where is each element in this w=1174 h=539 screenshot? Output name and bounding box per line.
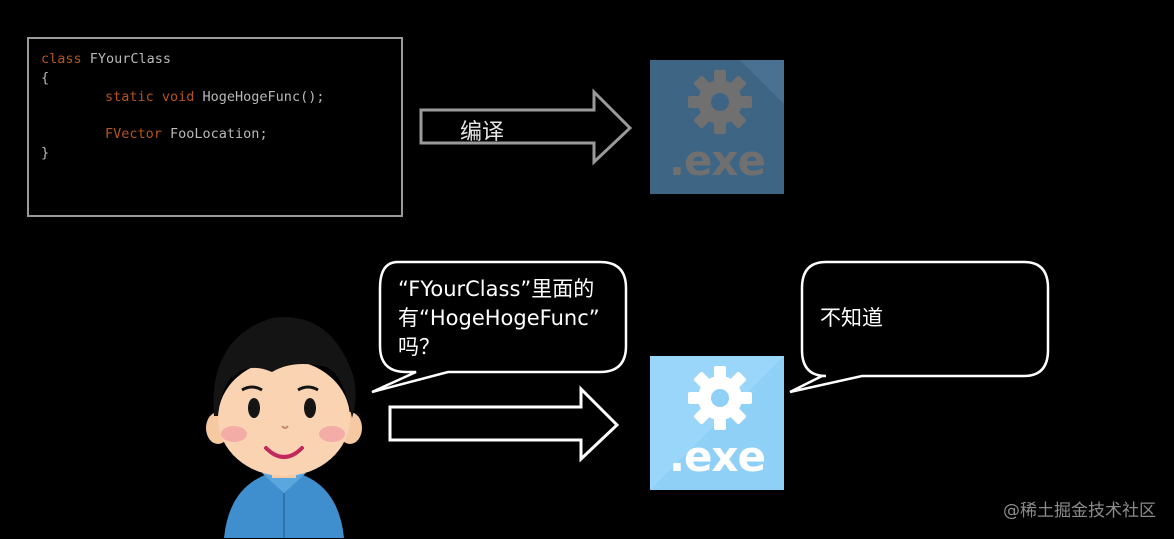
gear-icon xyxy=(688,60,784,134)
code-line-close-brace: } xyxy=(41,145,50,161)
exe-label-bright: .exe xyxy=(668,432,766,481)
boy-avatar xyxy=(206,317,362,538)
exe-file-icon-dim: .exe xyxy=(650,60,784,194)
question-speech-bubble xyxy=(371,260,628,394)
query-arrow xyxy=(388,385,620,463)
compile-arrow xyxy=(419,88,633,166)
code-line-open-brace: { xyxy=(41,70,50,86)
watermark: @稀土掘金技术社区 xyxy=(1003,501,1156,521)
code-line-class: class FYourClass xyxy=(41,51,172,67)
answer-text: 不知道 xyxy=(820,306,883,330)
code-box: class FYourClass { static void HogeHogeF… xyxy=(27,37,403,217)
code-line-field: FVector FooLocation; xyxy=(105,126,268,142)
question-text: “FYourClass”里面的 有“HogeHogeFunc” 吗？ xyxy=(398,277,600,359)
gear-icon xyxy=(650,356,784,490)
exe-label-dim: .exe xyxy=(668,136,766,185)
exe-file-icon-bright: .exe xyxy=(650,356,784,490)
answer-speech-bubble xyxy=(789,260,1050,394)
code-line-func: static void HogeHogeFunc(); xyxy=(105,89,325,105)
compile-label: 编译 xyxy=(460,120,505,145)
